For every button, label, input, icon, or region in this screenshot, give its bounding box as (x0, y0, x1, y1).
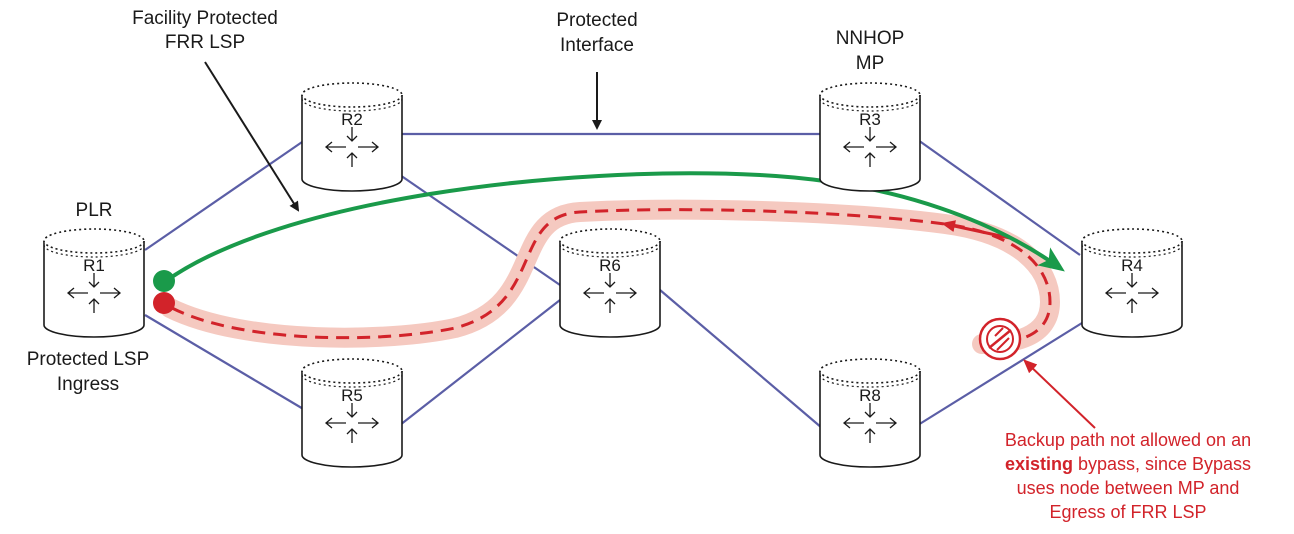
backup-path-dashed (171, 208, 1052, 346)
annotation-line3: uses node between MP and (1017, 478, 1240, 498)
router-top (1081, 228, 1183, 254)
router-cylinder-icon (1104, 273, 1160, 313)
router-body (301, 371, 403, 468)
link-r1-r2 (144, 139, 306, 251)
router-body (559, 241, 661, 338)
router-body (819, 371, 921, 468)
facility-lsp-pointer (204, 61, 300, 212)
nnhop-label-line2: MP (856, 53, 885, 74)
router-label: R8 (859, 386, 881, 405)
router-label: R3 (859, 110, 881, 129)
router-top (301, 82, 403, 108)
router-label: R6 (599, 256, 621, 275)
router-body (43, 241, 145, 338)
link-r1-r5 (144, 314, 306, 411)
router-body (301, 95, 403, 192)
router-top (43, 228, 145, 254)
backup-path (153, 199, 1061, 354)
annotation-line2-bold: existing (1005, 454, 1073, 474)
annotation-line4: Egress of FRR LSP (1049, 502, 1206, 522)
annotation-line2: existing bypass, since Bypass (1005, 454, 1251, 474)
router-r4: R4 (1081, 228, 1183, 338)
callout-arrows (204, 61, 1096, 429)
router-label: R4 (1121, 256, 1143, 275)
router-r6: R6 (559, 228, 661, 338)
facility-lsp-label-line2: FRR LSP (165, 32, 245, 53)
protected-interface-label-line1: Protected (556, 10, 637, 31)
primary-lsp-path (164, 171, 1065, 283)
plr-label: PLR (76, 200, 113, 221)
router-r5: R5 (301, 358, 403, 468)
link-r5-r6 (399, 299, 561, 426)
router-cylinder-icon (66, 273, 122, 313)
router-cylinder-icon (842, 403, 898, 443)
router-label: R1 (83, 256, 105, 275)
ingress-label-line2: Ingress (57, 374, 119, 395)
router-r3: R3 (819, 82, 921, 192)
link-r8-r4 (917, 317, 1091, 426)
annotation-line2-rest: bypass, since Bypass (1073, 454, 1251, 474)
router-cylinder-icon (582, 273, 638, 313)
primary-lsp (153, 171, 1065, 292)
router-cylinder-icon (324, 403, 380, 443)
nnhop-label-line1: NNHOP (836, 28, 905, 49)
router-r8: R8 (819, 358, 921, 468)
link-r6-r8 (659, 289, 823, 429)
router-cylinder-icon (842, 127, 898, 167)
labels: Facility Protected FRR LSP Protected Int… (27, 8, 1251, 522)
router-top (301, 358, 403, 384)
router-cylinder-icon (324, 127, 380, 167)
router-top (819, 82, 921, 108)
backup-path-start-dot (153, 292, 175, 314)
annotation-line1: Backup path not allowed on an (1005, 430, 1251, 450)
router-r2: R2 (301, 82, 403, 192)
router-body (1081, 241, 1183, 338)
router-label: R2 (341, 110, 363, 129)
router-r1: R1 (43, 228, 145, 338)
ingress-label-line1: Protected LSP (27, 349, 150, 370)
link-r3-r4 (917, 139, 1081, 256)
backup-path-arrow (941, 220, 1011, 240)
router-body (819, 95, 921, 192)
prohibited-icon (978, 317, 1022, 361)
protected-interface-label-line2: Interface (560, 35, 634, 56)
router-label: R5 (341, 386, 363, 405)
facility-lsp-label-line1: Facility Protected (132, 8, 278, 29)
primary-lsp-start-dot (153, 270, 175, 292)
annotation-pointer (1023, 359, 1096, 429)
router-top (819, 358, 921, 384)
router-top (559, 228, 661, 254)
